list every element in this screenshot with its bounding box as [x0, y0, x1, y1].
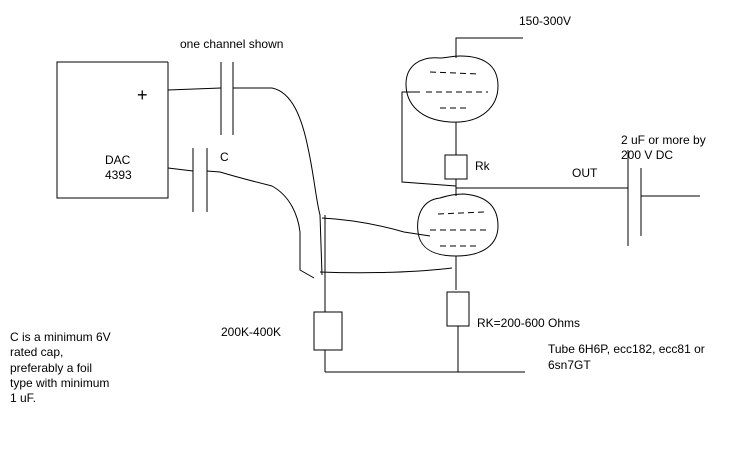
out-cap-label-line2: 200 V DC: [621, 148, 674, 162]
dac-label-line2: 4393: [105, 168, 132, 182]
dac-plus-sign: +: [137, 85, 148, 105]
output-capacitor: [627, 150, 700, 246]
wire-positive-input: [167, 87, 323, 276]
lower-tube-envelope: [417, 193, 499, 257]
channel-note: one channel shown: [180, 37, 284, 51]
cap-note-line4: type with minimum: [10, 376, 110, 390]
dac-label-line1: DAC: [105, 153, 131, 167]
cap-note-line5: 1 uF.: [10, 391, 37, 405]
rk-lower-resistor: [446, 291, 470, 327]
cap-note-line2: rated cap,: [10, 345, 64, 359]
wire-cathode-loop: [319, 267, 453, 274]
rk-lower-label: RK=200-600 Ohms: [477, 316, 581, 330]
upper-tube-envelope: [405, 55, 499, 123]
rk-upper-label: Rk: [475, 159, 490, 173]
input-capacitor-positive: [220, 62, 234, 135]
tube-note-line2: 6sn7GT: [548, 358, 591, 372]
cap-note-line3: preferably a foil: [10, 361, 93, 375]
supply-wire: [455, 37, 523, 58]
upper-tube-elements: [426, 71, 488, 109]
grid-resistor-label: 200K-400K: [221, 325, 282, 339]
tube-note-line1: Tube 6H6P, ecc182, ecc81 or: [548, 342, 705, 356]
out-label: OUT: [572, 166, 598, 180]
supply-voltage-label: 150-300V: [519, 14, 572, 28]
upper-grid-loop: [401, 91, 457, 187]
wire-to-lower-grid: [321, 217, 431, 237]
cap-note-line1: C is a minimum 6V: [10, 330, 111, 344]
input-capacitor-negative: [192, 148, 208, 212]
rk-upper-resistor: [444, 154, 468, 180]
out-cap-label-line1: 2 uF or more by: [621, 133, 706, 147]
lower-tube-elements: [430, 211, 490, 247]
wire-negative-input: [167, 167, 315, 279]
cap-c-label: C: [220, 150, 229, 164]
grid-resistor: [313, 311, 343, 351]
dac-box: [56, 61, 169, 199]
